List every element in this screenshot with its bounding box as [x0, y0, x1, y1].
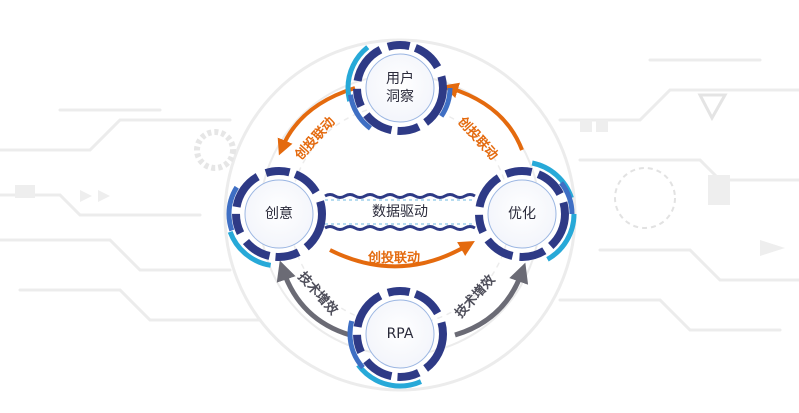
- center-label: 数据驱动: [372, 204, 428, 220]
- node-top-label: 用户 洞察: [386, 71, 414, 105]
- node-right-graphic: [467, 159, 577, 269]
- background-decor: [15, 93, 785, 256]
- arrow-top-right: [442, 82, 524, 151]
- node-left-graphic: [224, 159, 334, 269]
- arrow-top-left: [277, 86, 356, 156]
- arrow-bottom-right: [454, 262, 529, 338]
- arrow-bottom-left: [276, 260, 351, 338]
- node-left-label: 创意: [265, 206, 293, 222]
- arrow-middle: [329, 240, 475, 269]
- node-bottom-graphic: [345, 279, 455, 389]
- arrow-label-middle: 创投联动: [368, 251, 421, 266]
- node-right-label: 优化: [508, 206, 536, 222]
- center-connector: [324, 193, 476, 231]
- node-bottom-label: RPA: [386, 326, 414, 342]
- node-top-graphic: [345, 33, 455, 143]
